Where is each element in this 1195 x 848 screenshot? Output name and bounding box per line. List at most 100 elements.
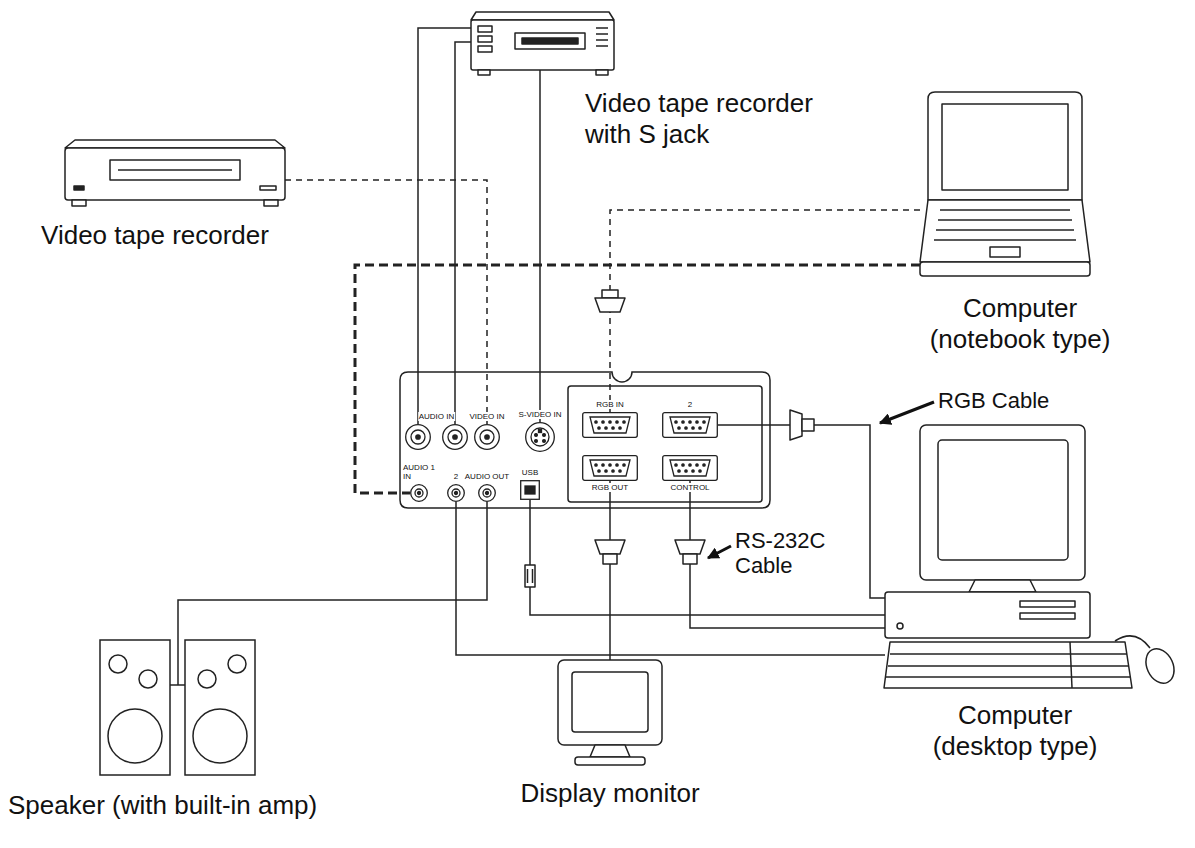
audio-jack-pair: AUDIO IN: [405, 424, 468, 450]
speaker-wire: [177, 640, 179, 685]
vcr-vent: [596, 33, 608, 35]
dsub-shell: [590, 460, 630, 476]
jack-ring: [443, 425, 468, 450]
dsub-pin: [699, 427, 701, 429]
port-label: 2: [687, 400, 693, 409]
cable-line: [456, 502, 885, 655]
trackpad: [990, 247, 1020, 257]
jack-pin: [416, 435, 420, 439]
dsub-pin: [678, 427, 680, 429]
notebook-base: [920, 200, 1090, 262]
speaker-cone: [198, 670, 216, 688]
jack-inner: [531, 428, 549, 446]
jack-key: [539, 430, 542, 433]
dsub-pin: [685, 427, 687, 429]
device-caption: Computer (notebook type): [915, 293, 1125, 355]
jack-pin: [535, 440, 538, 443]
small-symbol: [410, 484, 428, 502]
speaker-box: [185, 640, 255, 775]
s-video-jack: S-VIDEO IN: [525, 422, 555, 452]
speaker-cone: [193, 709, 247, 763]
dsub-pin: [609, 464, 611, 466]
usb-plug-rib: [532, 569, 534, 583]
jack-ring: [526, 423, 555, 452]
small-symbol: [447, 484, 465, 502]
port-symbol: [582, 455, 638, 481]
cable-line: [455, 42, 471, 424]
dsub-pin: [619, 427, 621, 429]
key-row: [890, 653, 1127, 655]
sjack-symbol: [525, 422, 555, 452]
dsub-pin: [682, 464, 684, 466]
dsub-pin: [678, 470, 680, 472]
jack-pin: [543, 440, 546, 443]
key-column: [1070, 642, 1072, 688]
dsub-pin: [616, 421, 618, 423]
port-label: AUDIO OUT: [464, 472, 510, 481]
cable-line: [610, 210, 920, 412]
audio-jack: 2: [447, 484, 465, 502]
port-symbol: [662, 455, 718, 481]
port-frame: [583, 456, 638, 481]
key-row: [940, 209, 1070, 211]
port-label: AUDIO IN: [418, 412, 456, 421]
dsub-port: 2: [662, 412, 718, 438]
video-jack: VIDEO IN: [474, 424, 500, 450]
port-label: CONTROL: [669, 483, 710, 492]
monitor-screen: [938, 440, 1068, 560]
usb-plug-rib: [527, 569, 529, 583]
dsub-pin: [605, 470, 607, 472]
callout-label: RGB Cable: [938, 388, 1078, 413]
notebook-front: [920, 262, 1090, 276]
dsub-pin: [696, 464, 698, 466]
monitor-device: Display monitor: [555, 660, 665, 770]
dsub-pin: [602, 421, 604, 423]
port-symbol: [582, 412, 638, 438]
device-caption: Display monitor: [490, 778, 730, 809]
usb-symbol: [520, 480, 540, 500]
key-row: [888, 665, 1129, 667]
port-frame: [663, 413, 718, 438]
jack-ring: [411, 485, 428, 502]
panel-outline: [400, 372, 770, 508]
dsub-plug: [595, 298, 625, 312]
jack-inner: [411, 430, 425, 444]
monitor-stand: [590, 745, 630, 757]
vcr-vent: [596, 39, 608, 41]
vcr-body: [65, 148, 285, 200]
vcr-device: Video tape recorder: [65, 148, 285, 200]
port-label: RGB OUT: [591, 483, 629, 492]
jack-inner: [480, 430, 494, 444]
speaker-picture: [100, 640, 255, 775]
cable-line: [285, 180, 487, 424]
jack-pin: [535, 434, 538, 437]
callout-arrow: [708, 546, 731, 558]
key-row: [938, 219, 1072, 221]
dsub-pin: [689, 421, 691, 423]
cable-line: [690, 481, 885, 628]
vcr-body: [471, 20, 614, 70]
plug-grip: [603, 554, 617, 564]
monitor-case: [558, 660, 662, 745]
dsub-pin: [623, 464, 625, 466]
jack-pin: [455, 492, 458, 495]
power-button: [897, 623, 903, 629]
connector-panel: [400, 372, 770, 508]
vcr-button: [478, 36, 492, 42]
notebook-device: Computer (notebook type): [920, 90, 1090, 280]
drive-slot: [1020, 613, 1075, 619]
dsub-pin: [595, 421, 597, 423]
jack-ring: [448, 485, 465, 502]
vcr-top: [471, 12, 614, 20]
dsub-pin: [612, 427, 614, 429]
jack-inner: [483, 489, 491, 497]
vcr-slot-door: [522, 38, 578, 44]
plug-grip: [802, 419, 814, 431]
dsub-pin: [675, 464, 677, 466]
jack-inner: [415, 489, 423, 497]
mouse: [1141, 644, 1180, 688]
vcr-button: [478, 46, 492, 52]
cable-line: [178, 502, 487, 640]
jack-inner: [448, 430, 462, 444]
dsub-pin: [598, 427, 600, 429]
